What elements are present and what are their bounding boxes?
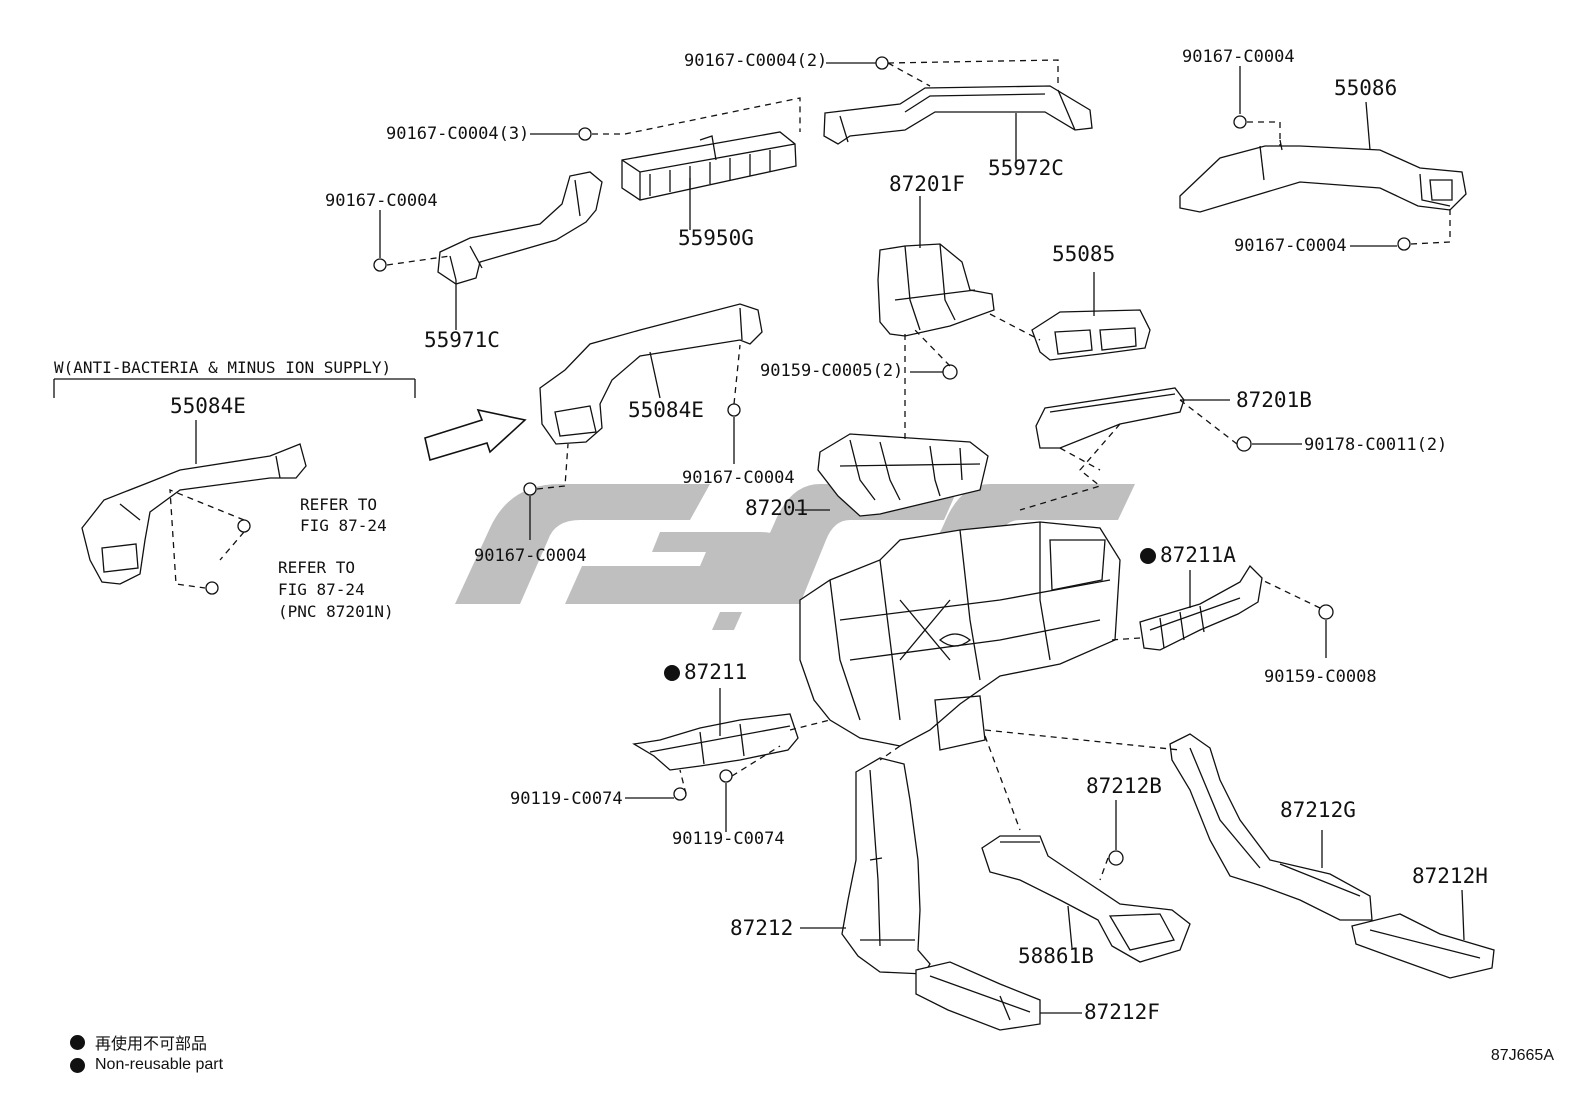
part-label-55085: 55085 — [1052, 242, 1116, 266]
bolt-icon — [1397, 237, 1411, 251]
refer-1-line2: FIG 87-24 — [300, 516, 387, 535]
bolt-icon — [373, 258, 387, 272]
part-label-87201b: 87201B — [1236, 388, 1312, 412]
bolt-icon — [1233, 115, 1247, 129]
leader-lines — [195, 62, 1465, 1014]
duct-55972c — [823, 85, 1093, 145]
part-label-87211a-wrap: 87211A — [1140, 545, 1236, 566]
non-reusable-marker-icon — [70, 1034, 85, 1050]
part-label-90167-c0004-right: 90167-C0004 — [1234, 236, 1347, 256]
part-label-87201f: 87201F — [889, 172, 965, 196]
legend-item-jp: 再使用不可部品 — [70, 1030, 207, 1054]
duct-87211a — [1139, 564, 1263, 651]
legend-text-en: Non-reusable part — [95, 1056, 224, 1073]
dashed-lines — [169, 59, 1451, 881]
part-label-90167-c0004-mid: 90167-C0004 — [682, 468, 795, 488]
part-label-90159-c0005-2: 90159-C0005(2) — [760, 361, 904, 381]
duct-55084e-right — [539, 303, 763, 445]
vent-55085 — [1031, 309, 1151, 361]
part-label-55950g: 55950G — [678, 226, 754, 250]
refer-2-line3: (PNC 87201N) — [278, 602, 394, 621]
non-reusable-marker-icon — [70, 1057, 85, 1073]
part-label-87212b: 87212B — [1086, 774, 1162, 798]
part-label-87212h: 87212H — [1412, 864, 1488, 888]
part-label-58861b: 58861B — [1018, 944, 1094, 968]
duct-55971c — [437, 171, 603, 285]
part-label-55084e-left: 55084E — [170, 394, 246, 418]
non-reusable-marker-icon — [1140, 547, 1156, 564]
part-label-87212: 87212 — [730, 916, 794, 940]
legend-item-en: Non-reusable part — [70, 1056, 223, 1074]
duct-87211 — [632, 713, 799, 771]
bolt-icon — [1236, 436, 1252, 452]
part-label-87201: 87201 — [745, 496, 809, 520]
duct-55950g — [621, 131, 797, 201]
part-label-90119-c0074-left: 90119-C0074 — [510, 789, 623, 809]
duct-55086 — [1179, 139, 1467, 213]
part-label-87211-wrap: 87211 — [664, 662, 747, 683]
part-label-90167-c0004-left: 90167-C0004 — [325, 191, 438, 211]
bracket-group — [53, 378, 416, 398]
duct-87201b — [1035, 387, 1185, 449]
bolt-icon — [237, 519, 251, 533]
part-label-90167-c0004-2: 90167-C0004(2) — [684, 51, 828, 71]
part-label-87212g: 87212G — [1280, 798, 1356, 822]
legend-text-jp: 再使用不可部品 — [95, 1036, 208, 1053]
bolt-icon — [719, 769, 733, 783]
duct-55084e-left — [81, 443, 307, 585]
part-label-55084e-right: 55084E — [628, 398, 704, 422]
bracket-label: W(ANTI-BACTERIA & MINUS ION SUPPLY) — [54, 358, 392, 377]
direction-arrow — [424, 408, 527, 462]
duct-58861b — [981, 835, 1191, 963]
part-label-55086: 55086 — [1334, 76, 1398, 100]
bolt-icon — [1318, 604, 1334, 620]
register-87201 — [817, 433, 989, 517]
part-label-90178-c0011-2: 90178-C0011(2) — [1304, 435, 1448, 455]
refer-2-line2: FIG 87-24 — [278, 580, 365, 599]
hvac-unit-assembly — [799, 521, 1121, 751]
duct-87212h — [1351, 913, 1495, 979]
part-label-87212f: 87212F — [1084, 1000, 1160, 1024]
part-label-90167-c0004-top-right: 90167-C0004 — [1182, 47, 1295, 67]
part-label-55972c: 55972C — [988, 156, 1064, 180]
duct-87212f — [915, 961, 1041, 1031]
figure-code: 87J665A — [1490, 1047, 1554, 1064]
part-label-55971c: 55971C — [424, 328, 500, 352]
duct-87201f — [877, 243, 995, 337]
bolt-icon — [727, 403, 741, 417]
part-label-87211a: 87211A — [1160, 543, 1236, 567]
non-reusable-marker-icon — [664, 664, 680, 681]
duct-87212g — [1169, 733, 1373, 921]
bolt-icon — [942, 364, 958, 380]
part-label-90167-c0004-3: 90167-C0004(3) — [386, 124, 530, 144]
bolt-icon — [205, 581, 219, 595]
duct-87212 — [841, 757, 931, 975]
clip-icon — [1108, 850, 1124, 866]
part-label-90119-c0074-lower: 90119-C0074 — [672, 829, 785, 849]
refer-2-line1: REFER TO — [278, 558, 356, 577]
bolt-icon — [523, 482, 537, 496]
bolt-icon — [673, 787, 687, 801]
part-label-87211: 87211 — [684, 660, 748, 684]
refer-1-line1: REFER TO — [300, 495, 378, 514]
part-label-90167-c0004-lower: 90167-C0004 — [474, 546, 587, 566]
part-label-90159-c0008: 90159-C0008 — [1264, 667, 1377, 687]
bolt-icon — [578, 127, 592, 141]
bolt-icon — [875, 56, 889, 70]
